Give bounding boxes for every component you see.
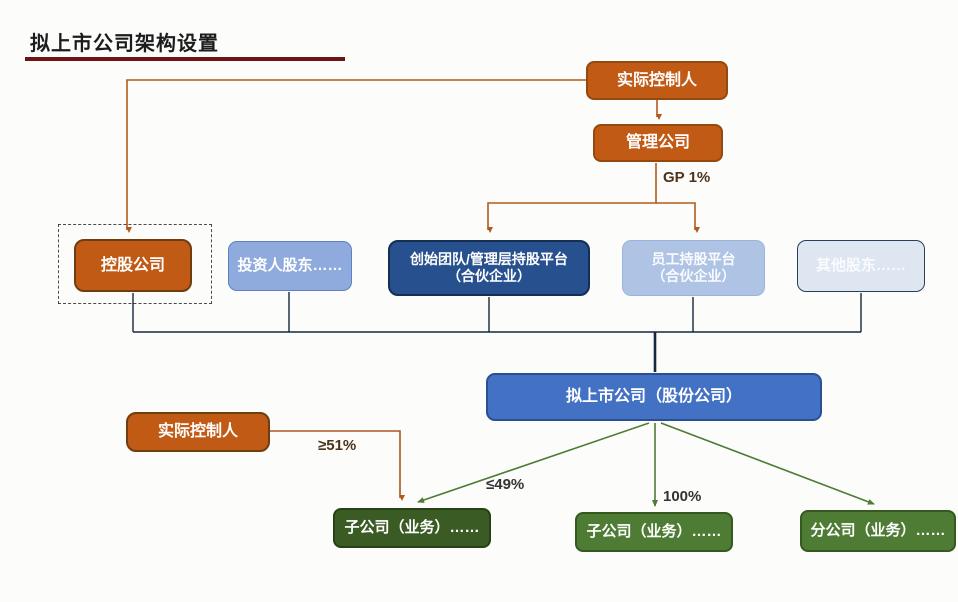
edge-management-to-founder-platform: [487, 163, 657, 233]
founder-platform-line2: （合伙企业）: [447, 268, 531, 284]
node-employee-platform: 员工持股平台 （合伙企业）: [622, 240, 765, 296]
node-management-company: 管理公司: [593, 124, 723, 162]
page-title: 拟上市公司架构设置: [30, 33, 219, 55]
node-founder-platform: 创始团队/管理层持股平台 （合伙企业）: [388, 240, 590, 296]
employee-platform-line2: （合伙企业）: [651, 268, 736, 284]
node-actual-controller-top: 实际控制人: [586, 61, 728, 100]
edge-controller-to-holding: [126, 79, 586, 233]
node-branch-company: 分公司（业务）……: [800, 510, 956, 552]
node-actual-controller-left: 实际控制人: [126, 412, 270, 452]
node-holding-company: 控股公司: [74, 239, 192, 292]
node-subsidiary-2: 子公司（业务）……: [575, 512, 733, 552]
label-le-49pct: ≤49%: [486, 476, 525, 493]
node-investor-shareholders: 投资人股东……: [228, 241, 352, 291]
title-underline: [25, 57, 345, 61]
label-ge-51pct: ≥51%: [318, 437, 357, 454]
edge-listed-to-subsidiary1: [417, 422, 650, 503]
label-gp-1pct: GP 1%: [663, 169, 711, 186]
node-subsidiary-1: 子公司（业务）……: [333, 508, 491, 548]
node-other-shareholders: 其他股东……: [797, 240, 925, 292]
holding-company-dashed-frame: [58, 224, 212, 304]
employee-platform-line1: 员工持股平台: [651, 250, 736, 267]
founder-platform-line1: 创始团队/管理层持股平台: [410, 250, 568, 267]
node-listed-company: 拟上市公司（股份公司）: [486, 373, 822, 421]
label-100pct: 100%: [663, 488, 702, 505]
edge-management-to-employee-platform: [656, 202, 700, 233]
